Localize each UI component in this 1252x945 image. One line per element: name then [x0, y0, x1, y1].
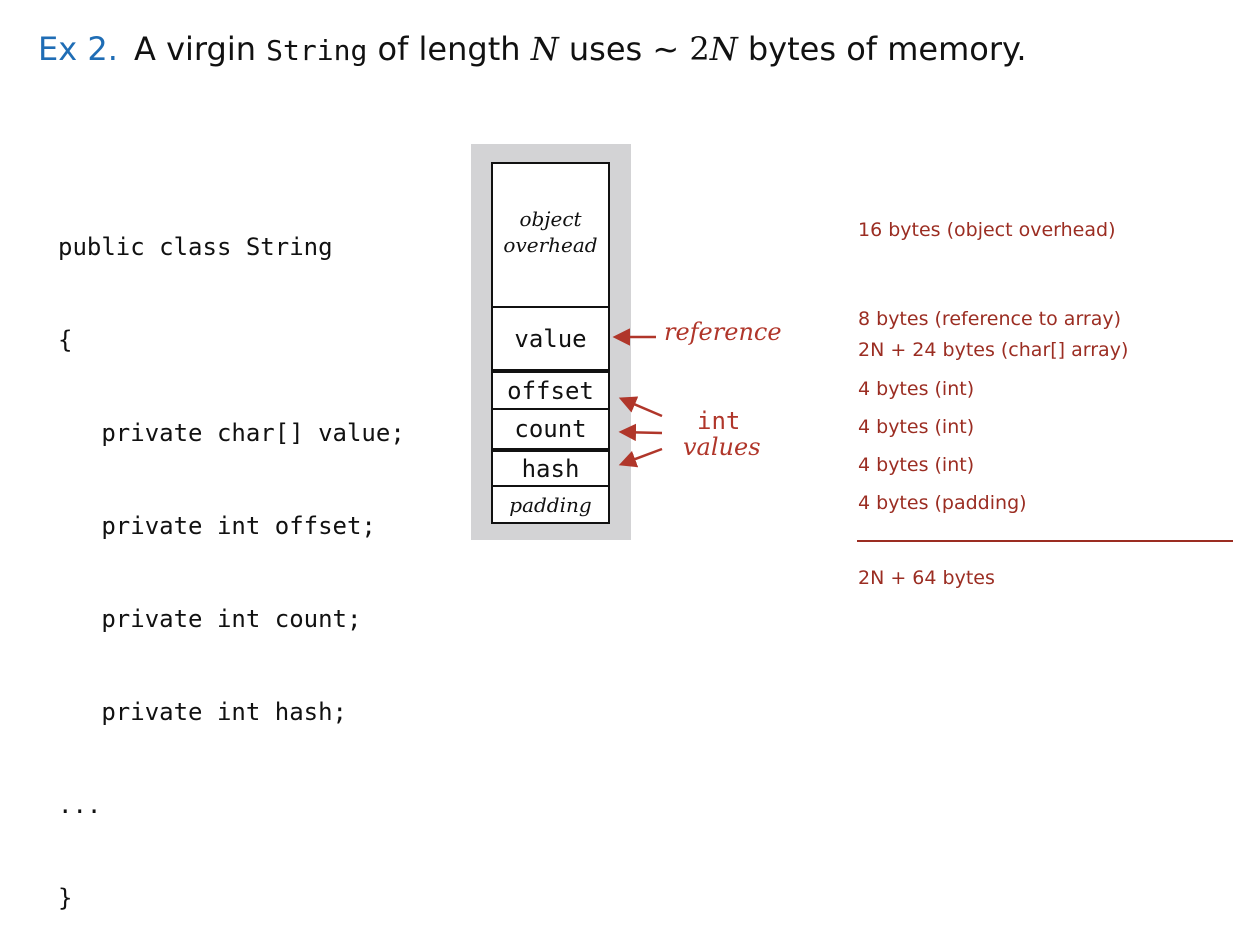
title-two: 2	[689, 30, 710, 68]
code-line: private char[] value;	[58, 419, 405, 447]
title-n-2: N	[709, 30, 738, 68]
annotation-arrows	[612, 328, 663, 468]
value-cell: value	[491, 306, 610, 371]
bytes-reference: 8 bytes (reference to array)	[858, 308, 1122, 330]
int-label: int	[697, 407, 741, 435]
title-text-4: bytes of memory.	[747, 30, 1027, 68]
title-text-3: uses ~	[568, 30, 680, 68]
padding-cell-label: padding	[509, 492, 592, 517]
bytes-overhead: 16 bytes (object overhead)	[858, 219, 1116, 241]
title-n: N	[530, 30, 559, 68]
overhead-line-2: overhead	[503, 233, 598, 257]
offset-cell-label: offset	[507, 376, 594, 405]
object-overhead-cell: object overhead	[491, 162, 610, 308]
bytes-offset: 4 bytes (int)	[858, 378, 975, 400]
title-text-1: A virgin	[134, 30, 256, 68]
title-code-word: String	[266, 34, 368, 67]
count-arrow	[618, 423, 663, 442]
hash-arrow	[618, 447, 663, 468]
code-line: {	[58, 326, 73, 354]
bytes-char-array: 2N + 24 bytes (char[] array)	[858, 339, 1129, 361]
offset-cell: offset	[491, 371, 610, 410]
bytes-padding: 4 bytes (padding)	[858, 492, 1027, 514]
bytes-count: 4 bytes (int)	[858, 416, 975, 438]
code-line: ...	[58, 791, 102, 819]
code-line: private int offset;	[58, 512, 376, 540]
values-label: values	[683, 433, 761, 461]
slide-title: Ex 2. A virgin String of length N uses ~…	[38, 30, 1027, 68]
overhead-line-1: object	[519, 207, 582, 231]
offset-arrow	[618, 396, 663, 418]
count-cell: count	[491, 408, 610, 450]
bytes-total: 2N + 64 bytes	[858, 567, 995, 589]
bytes-hash: 4 bytes (int)	[858, 454, 975, 476]
code-line: public class String	[58, 233, 333, 261]
sum-divider	[857, 540, 1233, 542]
code-line: }	[58, 884, 73, 912]
title-text-2: of length	[377, 30, 521, 68]
count-cell-label: count	[514, 415, 587, 443]
padding-cell: padding	[491, 485, 610, 524]
hash-cell: hash	[491, 450, 610, 487]
example-number: Ex 2.	[38, 30, 118, 68]
object-overhead-label: object overhead	[503, 206, 597, 258]
reference-label: reference	[664, 318, 782, 346]
value-cell-label: value	[514, 324, 587, 353]
code-line: private int hash;	[58, 698, 347, 726]
hash-cell-label: hash	[521, 454, 580, 483]
